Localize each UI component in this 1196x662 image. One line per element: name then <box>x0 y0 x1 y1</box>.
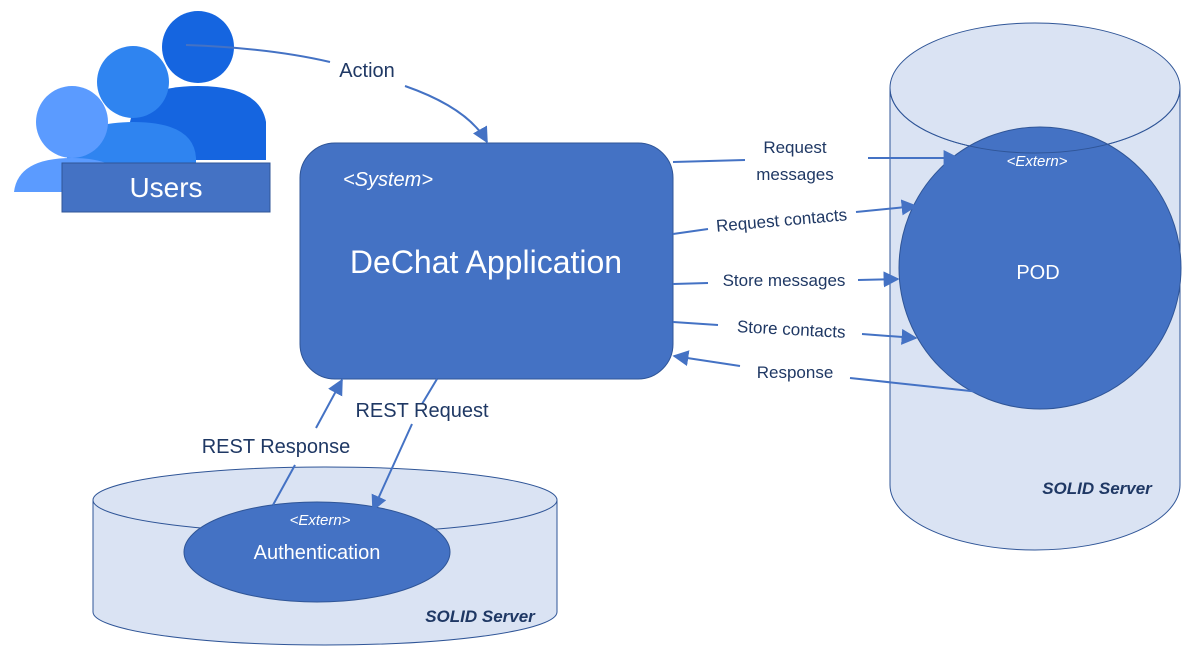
action-label: Action <box>339 60 395 82</box>
store-messages-label: Store messages <box>723 271 846 290</box>
solid-server-right-label: SOLID Server <box>1042 479 1153 498</box>
system-stereotype: <System> <box>343 169 433 191</box>
request-messages-label-1: Request <box>763 138 827 157</box>
authentication-stereotype: <Extern> <box>290 512 351 529</box>
pod-circle[interactable]: <Extern> POD <box>889 87 1182 410</box>
rest-request-connector <box>371 378 438 512</box>
response-connector <box>672 350 981 393</box>
pod-stereotype: <Extern> <box>1007 153 1068 170</box>
pod-label: POD <box>1016 262 1059 284</box>
solid-server-bottom-label: SOLID Server <box>425 607 536 626</box>
request-contacts-label: Request contacts <box>715 205 848 235</box>
users-label: Users <box>129 172 202 203</box>
request-contacts-connector <box>672 199 918 235</box>
dechat-application-box[interactable]: <System> DeChat Application <box>299 142 674 380</box>
system-title: DeChat Application <box>350 244 622 280</box>
store-messages-connector <box>672 271 900 288</box>
action-connector <box>185 44 488 144</box>
response-label: Response <box>757 363 834 382</box>
authentication-node[interactable]: <Extern> Authentication <box>183 501 451 603</box>
store-contacts-label: Store contacts <box>737 317 847 342</box>
store-contacts-connector <box>672 321 918 345</box>
authentication-label: Authentication <box>254 542 381 564</box>
request-messages-connector <box>672 150 960 166</box>
users-group-icon[interactable]: Users <box>14 11 271 213</box>
request-messages-label-2: messages <box>756 165 833 184</box>
rest-response-label: REST Response <box>202 436 351 458</box>
rest-request-label: REST Request <box>355 400 488 422</box>
rest-response-connector <box>272 378 343 506</box>
